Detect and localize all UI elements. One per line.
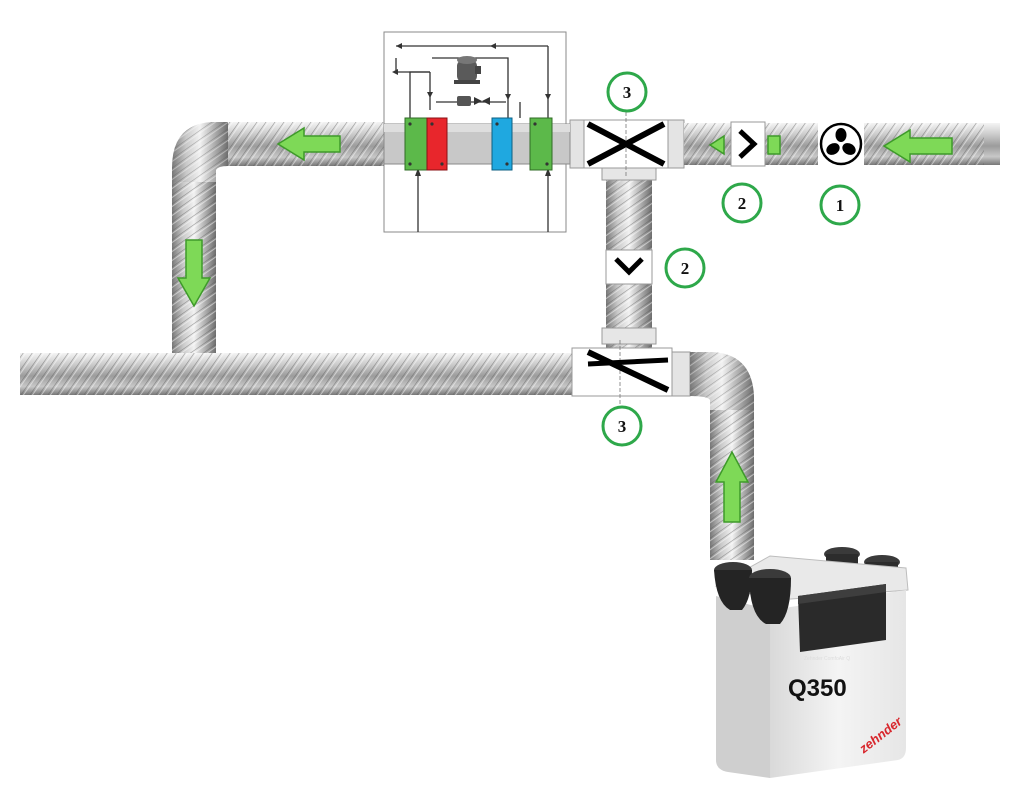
marker-1: 1 <box>819 184 861 226</box>
unit-spigots-front <box>714 562 791 624</box>
ventilation-unit: Zehnder ComfoAir Q Q350 zehnder <box>714 547 909 778</box>
check-valve-icon-horizontal <box>730 121 766 167</box>
coil-green-left <box>404 117 428 171</box>
marker-label: 3 <box>623 83 632 102</box>
compressor-icon <box>454 56 481 84</box>
marker-2-mid: 2 <box>664 247 706 289</box>
arrow-left-icon <box>708 134 725 156</box>
marker-label: 2 <box>738 194 747 213</box>
coil-blue <box>491 117 513 171</box>
arrow-down-icon <box>176 239 212 308</box>
flow-arrows <box>176 126 953 523</box>
unit-model-label: Q350 <box>788 675 847 702</box>
arrow-up-icon <box>714 450 750 523</box>
unit-small-print: Zehnder ComfoAir Q <box>804 656 850 662</box>
marker-label: 1 <box>836 196 845 215</box>
marker-3-top: 3 <box>606 71 648 113</box>
marker-label: 3 <box>618 417 627 436</box>
coil-red <box>426 117 448 171</box>
coil-green-right <box>529 117 553 171</box>
marker-3-bottom: 3 <box>601 405 643 447</box>
arrow-left-icon <box>882 128 953 164</box>
heat-pump-module <box>383 31 571 233</box>
damper-icon-bottom <box>571 340 673 404</box>
marker-label: 2 <box>681 259 690 278</box>
arrow-stub <box>767 135 781 155</box>
duct-right-elbow <box>671 351 754 560</box>
marker-2-top: 2 <box>721 182 763 224</box>
damper-icon-top <box>583 112 669 176</box>
fan-icon <box>818 118 864 170</box>
expansion-valve-icon <box>457 96 490 106</box>
arrow-left-icon <box>276 126 341 162</box>
check-valve-icon-vertical <box>605 249 653 285</box>
duct-elbow-top-left <box>172 122 228 182</box>
duct-bottom-horizontal <box>20 353 572 395</box>
